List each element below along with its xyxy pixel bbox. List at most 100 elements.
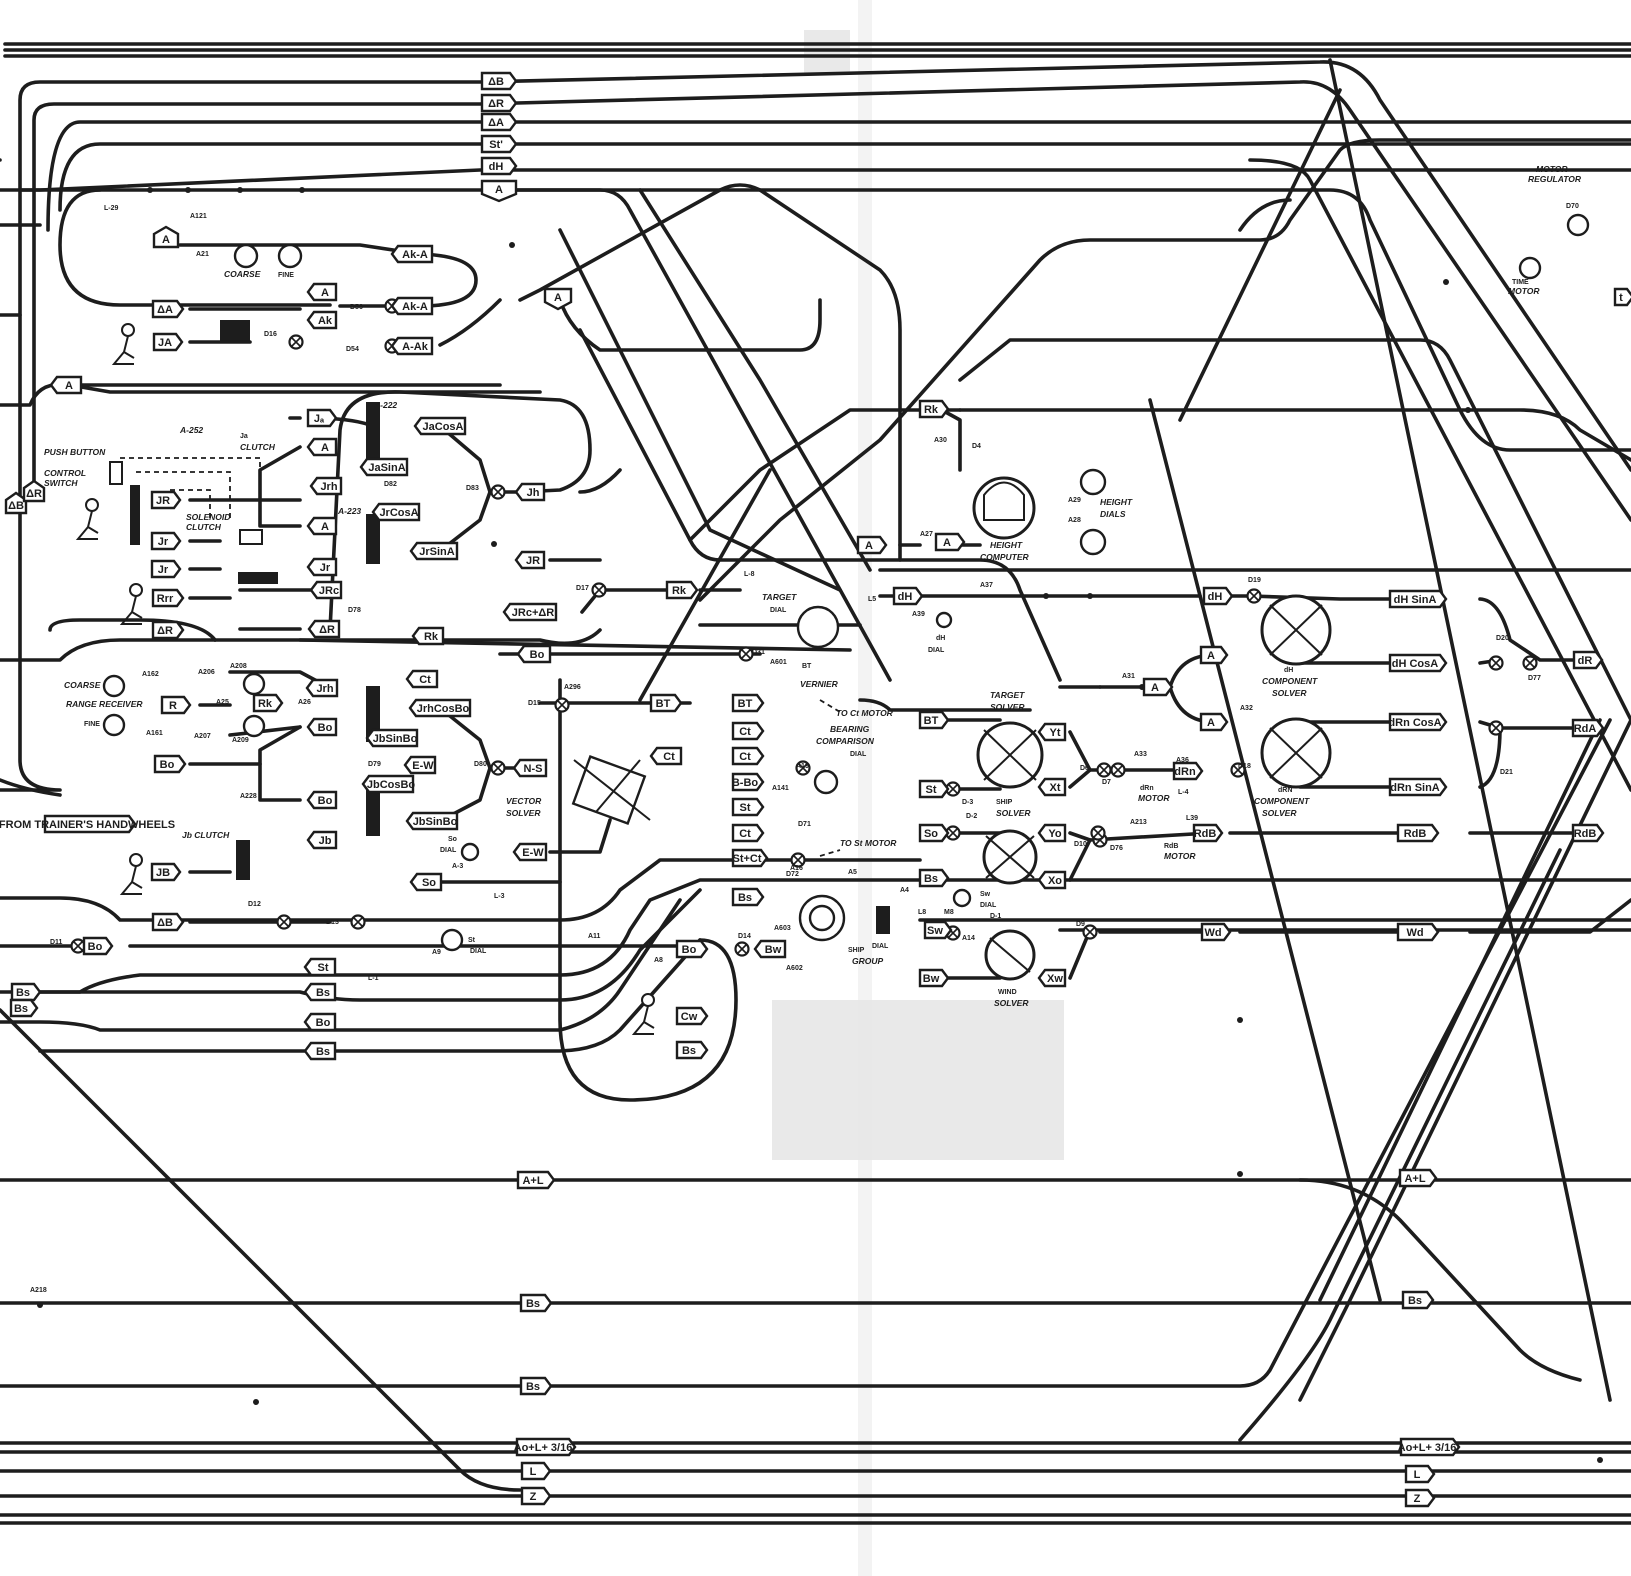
shaft-tag: JB: [150, 862, 182, 882]
shaft-tag: B-Bo: [731, 772, 765, 792]
component-label: D79: [368, 761, 381, 768]
operators: [75, 323, 655, 1035]
component-label: CONTROL: [44, 468, 86, 478]
shaft-tag: E-W: [512, 842, 548, 862]
component-label: DIAL: [850, 751, 867, 758]
height-computer-icon: [972, 476, 1036, 540]
shaft-tag-label: R: [169, 700, 177, 712]
shaft-tag: Ak: [306, 310, 338, 330]
component-label: RdB: [1164, 843, 1178, 850]
shaft-tag: Xt: [1037, 777, 1067, 797]
component-label: A25: [216, 699, 229, 706]
shaft-tag: dH: [1202, 586, 1234, 606]
component-label: DIAL: [928, 647, 945, 654]
component-label: A16: [790, 865, 803, 872]
component-label: WIND: [998, 989, 1017, 996]
shaft-tag-label: A: [65, 380, 73, 392]
component-label: L-3: [494, 893, 505, 900]
shaft-tag: Bo: [516, 644, 552, 664]
shaft-tag: ΔB: [4, 491, 28, 515]
shaft-tag-label: JaSinA: [368, 462, 405, 474]
shaft-tag: dH CosA: [1388, 653, 1448, 673]
component-label: SHIP: [996, 799, 1013, 806]
differential-icon: [1522, 655, 1538, 671]
component-label: D21: [1500, 769, 1513, 776]
shaft-tag: Jr: [150, 531, 182, 551]
gear-block-icon: [130, 485, 140, 545]
shaft-tag-label: Cw: [681, 1011, 698, 1023]
shaft-tag: Xo: [1037, 870, 1067, 890]
differential-icon: [945, 781, 961, 797]
component-label: A-223: [337, 506, 361, 516]
shaft-tag: BT: [731, 693, 765, 713]
component-label: SWITCH: [44, 478, 78, 488]
component-label: A141: [772, 785, 789, 792]
shaft-tag-label: Rk: [924, 404, 939, 416]
shaft-tag-label: Wd: [1204, 927, 1221, 939]
shaft-tag: A: [1142, 677, 1174, 697]
component-label: L-29: [104, 205, 119, 212]
shaft-tag-label: Rk: [258, 698, 273, 710]
shaft-tag: ΔA: [480, 112, 518, 132]
component-label: D20: [1496, 635, 1509, 642]
shaft-tag-label: Bw: [765, 944, 782, 956]
component-label: A228: [240, 793, 257, 800]
shaft-tag-label: dR: [1578, 655, 1593, 667]
shaft-tag-label: Jₐ: [314, 413, 325, 425]
shaft-tag: Wd: [1200, 922, 1232, 942]
bearing-comparison-dial-icon: [813, 769, 839, 795]
component-label: REGULATOR: [1528, 174, 1582, 184]
component-label: TO Ct MOTOR: [836, 708, 894, 718]
shaft-tag-label: Rk: [672, 585, 687, 597]
shaft-tag-label: A: [1207, 717, 1215, 729]
component-label: SHIP: [848, 947, 865, 954]
shaft-tag: ΔR: [307, 619, 341, 639]
shaft-tag: Bs: [303, 1041, 337, 1061]
shaft-tag: L: [520, 1461, 552, 1481]
shaft-tag: dR: [1572, 650, 1604, 670]
shaft-tag: Jrh: [305, 678, 339, 698]
linkage-lines: [0, 42, 1631, 1525]
gear-block-icon: [876, 906, 890, 934]
shaft-tag: Jr: [306, 557, 338, 577]
shaft-tag: dRn: [1172, 761, 1204, 781]
operator-figure-icon: [631, 993, 655, 1035]
shaft-tag: JbCosBo: [361, 774, 415, 794]
shaft-tag: Sw: [923, 920, 953, 940]
shaft-tag-label: Bs: [316, 987, 330, 999]
component-label: A161: [146, 730, 163, 737]
target-dial-icon: [796, 605, 840, 649]
shaft-tag: Bo: [306, 790, 338, 810]
shaft-tag: Bs: [9, 998, 39, 1018]
shaft-tag-label: ΔR: [319, 624, 335, 636]
shaft-tag: Ao+L+ 3/16: [1398, 1437, 1461, 1457]
component-label: D14: [738, 933, 751, 940]
height-dial-icon: [1079, 468, 1107, 496]
coarse-dial-icon: [233, 243, 259, 269]
component-label: HEIGHT: [1100, 497, 1133, 507]
component-label: SOLVER: [1262, 808, 1297, 818]
shaft-tag-label: Bs: [526, 1298, 540, 1310]
component-label: TO St MOTOR: [840, 838, 897, 848]
shaft-tag: JR: [514, 550, 546, 570]
component-label: DIAL: [980, 902, 997, 909]
shaft-tag-label: Ak: [318, 315, 333, 327]
operator-figure-icon: [75, 498, 99, 540]
differential-icon: [795, 760, 811, 776]
shaft-tag: A: [934, 532, 966, 552]
component-label: L-8: [744, 571, 755, 578]
shaft-tag-label: JR: [526, 555, 540, 567]
shaft-tag-label: Jb: [319, 835, 332, 847]
component-label: D70: [1566, 203, 1579, 210]
shaft-tag-label: Jrh: [316, 683, 333, 695]
shaft-tag: dH: [892, 586, 924, 606]
shaft-tag-label: FROM TRAINER'S HANDWHEELS: [0, 819, 175, 831]
operator-figure-icon: [119, 853, 143, 895]
shaft-tag-label: dH: [898, 591, 913, 603]
shaft-tag-label: dRn SinA: [1390, 782, 1440, 794]
shaft-tag-label: A: [1151, 682, 1159, 694]
shaft-tag-label: A+L: [1404, 1173, 1425, 1185]
shaft-tag-label: RdA: [1574, 723, 1597, 735]
shaft-tag: Ct: [731, 746, 765, 766]
